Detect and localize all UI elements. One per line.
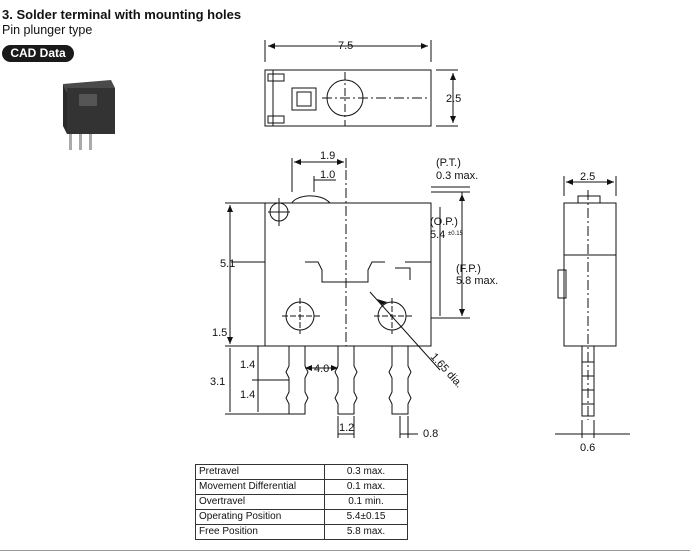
dim-0-8: 0.8	[423, 428, 438, 440]
dim-1-0: 1.0	[320, 169, 335, 181]
section-title: 3. Solder terminal with mounting holes	[2, 7, 242, 22]
label-fp: (F.P.)	[456, 263, 481, 275]
label-op: (O.P.)	[430, 216, 458, 228]
product-photo	[63, 80, 115, 150]
value-op-tolerance: ±0.15	[448, 231, 464, 237]
label-pt: (P.T.)	[436, 157, 461, 169]
spec-label: Operating Position	[195, 509, 325, 525]
spec-label: Movement Differential	[195, 479, 325, 495]
spec-value: 5.4±0.15	[324, 509, 408, 525]
spec-label: Free Position	[195, 524, 325, 540]
dim-3-1: 3.1	[210, 376, 225, 388]
dim-top-width: 7.5	[338, 40, 353, 52]
dim-top-height: 2.5	[446, 93, 461, 105]
spec-value: 0.1 min.	[324, 494, 408, 510]
dim-1-5: 1.5	[212, 327, 227, 339]
spec-value: 5.8 max.	[324, 524, 408, 540]
section-subtitle: Pin plunger type	[2, 23, 93, 37]
bottom-divider	[0, 550, 690, 551]
technical-drawing: 7.5 2.5 1.9 1.0 (P.T.) 0.3 max. (O.P.) 5…	[210, 40, 630, 454]
dim-side-width: 2.5	[580, 171, 595, 183]
dim-hole-dia: 1.65 dia.	[428, 351, 465, 390]
dim-1-4-b: 1.4	[240, 389, 255, 401]
dim-5-1: 5.1	[220, 258, 235, 270]
value-op: 5.4	[430, 229, 445, 241]
dim-pitch: 4.0	[314, 363, 329, 375]
dim-1-9: 1.9	[320, 150, 335, 162]
cad-data-button[interactable]: CAD Data	[2, 45, 74, 62]
spec-value: 0.3 max.	[324, 464, 408, 480]
dim-side-pin: 0.6	[580, 442, 595, 454]
dim-1-4-a: 1.4	[240, 359, 255, 371]
dim-1-2: 1.2	[339, 422, 354, 434]
value-pt: 0.3 max.	[436, 170, 478, 182]
spec-value: 0.1 max.	[324, 479, 408, 495]
value-fp: 5.8 max.	[456, 275, 498, 287]
spec-label: Pretravel	[195, 464, 325, 480]
spec-label: Overtravel	[195, 494, 325, 510]
